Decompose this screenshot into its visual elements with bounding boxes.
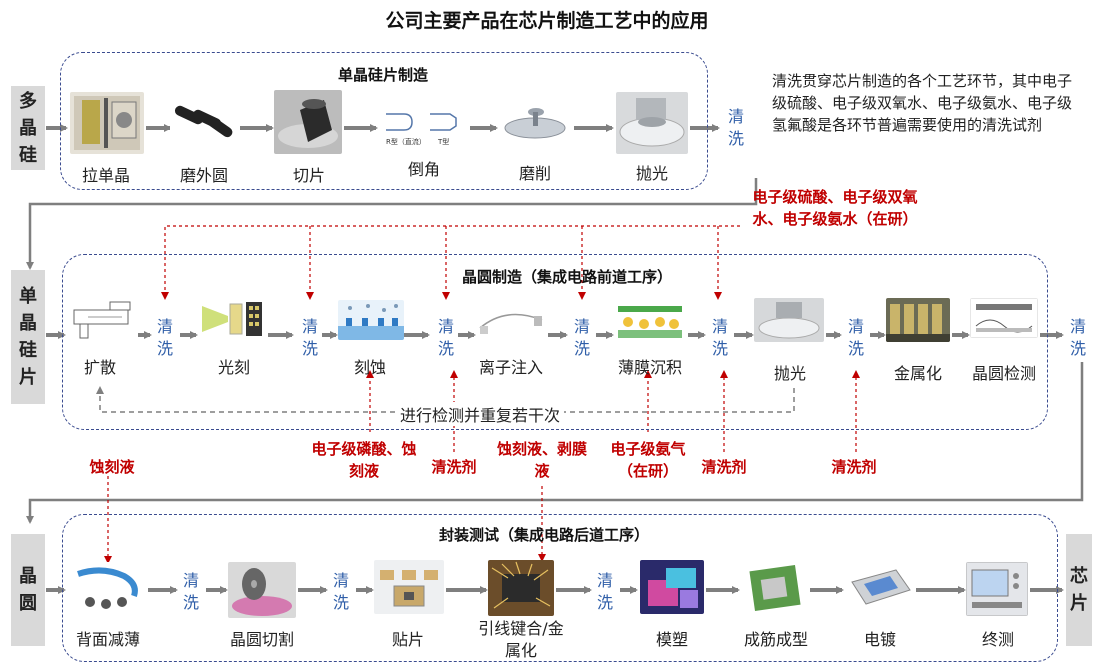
chamfer-diagram: R型（直流） T型 bbox=[380, 100, 468, 148]
reagent-label-etchant: 蚀刻液 bbox=[89, 458, 135, 476]
wash-step: 清洗 bbox=[1069, 317, 1086, 358]
wash-step: 清洗 bbox=[711, 317, 728, 358]
step-label: 抛光 bbox=[635, 164, 669, 183]
output-box-chip: 芯片 bbox=[1066, 534, 1092, 646]
input-box-polysilicon: 多晶硅 bbox=[11, 86, 45, 170]
final-test-image bbox=[966, 562, 1028, 616]
lithography-image bbox=[198, 298, 266, 340]
step-label: 贴片 bbox=[391, 630, 425, 649]
section-title: 封装测试（集成电路后道工序） bbox=[438, 526, 650, 544]
electroplating-image bbox=[846, 562, 914, 614]
die-attach-image bbox=[374, 560, 444, 614]
step-label: 切片 bbox=[292, 166, 326, 185]
wash-step: 清洗 bbox=[847, 317, 864, 358]
wash-step: 清洗 bbox=[437, 317, 454, 358]
input-box-wafer: 晶圆 bbox=[11, 534, 45, 646]
step-label: 成筋成型 bbox=[743, 630, 809, 649]
wash-step: 清洗 bbox=[301, 317, 318, 358]
step-label: 金属化 bbox=[893, 364, 943, 383]
step-label: 离子注入 bbox=[478, 358, 544, 377]
repeat-loop-label: 进行检测并重复若干次 bbox=[395, 402, 565, 426]
step-label: 晶圆切割 bbox=[229, 630, 295, 649]
side-label: 芯片 bbox=[1070, 566, 1088, 614]
step-label: 抛光 bbox=[773, 364, 807, 383]
trim-form-image bbox=[742, 560, 808, 616]
wafer-dicing-image bbox=[228, 562, 296, 618]
reagent-label-cleaner: 清洗剂 bbox=[831, 458, 877, 476]
step-label: 终测 bbox=[981, 630, 1015, 649]
step-label: 光刻 bbox=[217, 358, 251, 377]
wash-step: 清洗 bbox=[332, 571, 349, 612]
section-wafer-slice-frame bbox=[60, 52, 708, 190]
polishing-image-2 bbox=[754, 298, 824, 342]
wafer-inspection-image bbox=[970, 298, 1038, 338]
step-label: 倒角 bbox=[407, 160, 441, 179]
input-box-wafer-slice: 单晶硅片 bbox=[11, 270, 45, 404]
wash-step: 清洗 bbox=[156, 317, 173, 358]
step-label: 背面减薄 bbox=[75, 630, 141, 649]
chamfer-type-t: T型 bbox=[437, 137, 449, 146]
step-label: 磨外圆 bbox=[179, 166, 229, 185]
wire-bonding-image bbox=[488, 560, 554, 616]
wash-step: 清洗 bbox=[596, 571, 613, 612]
reagent-label-etch-strip: 蚀刻液、剥膜液 bbox=[496, 440, 587, 480]
section-title: 晶圆制造（集成电路前道工序） bbox=[461, 268, 673, 286]
chamfer-type-r: R型（直流） bbox=[386, 137, 426, 146]
page-title: 公司主要产品在芯片制造工艺中的应用 bbox=[385, 10, 709, 32]
step-label: 电镀 bbox=[863, 630, 897, 649]
wash-step: 清洗 bbox=[573, 317, 590, 358]
side-label: 晶圆 bbox=[19, 566, 37, 614]
step-label: 磨削 bbox=[518, 164, 552, 183]
side-label: 多晶硅 bbox=[19, 90, 37, 166]
step-label: 拉单晶 bbox=[81, 166, 131, 185]
reagent-label-ammonia-gas: 电子级氨气（在研） bbox=[610, 440, 686, 480]
reagent-label-cleaner: 清洗剂 bbox=[431, 458, 477, 476]
polishing-image bbox=[616, 92, 688, 154]
row-connector bbox=[26, 362, 1084, 524]
back-thinning-image bbox=[72, 562, 146, 614]
step-label: 晶圆检测 bbox=[971, 364, 1037, 383]
reagent-label-cleaner: 清洗剂 bbox=[701, 458, 747, 476]
crystal-pulling-image bbox=[70, 92, 144, 154]
thin-film-image bbox=[614, 298, 686, 342]
section-title: 单晶硅片制造 bbox=[337, 66, 429, 84]
grinding-image bbox=[498, 96, 572, 152]
reagent-label-phosphoric: 电子级磷酸、蚀刻液 bbox=[311, 440, 417, 480]
wash-step: 清洗 bbox=[182, 571, 199, 612]
ion-implant-image bbox=[476, 302, 546, 340]
wash-step: 清洗 bbox=[727, 107, 744, 148]
section-wafer-fab-frame bbox=[62, 254, 1048, 430]
step-label: 模塑 bbox=[655, 630, 689, 649]
side-label: 单晶硅片 bbox=[19, 286, 37, 388]
molding-image bbox=[640, 560, 704, 614]
metallization-image bbox=[886, 298, 950, 342]
step-label: 引线键合/金属化 bbox=[478, 619, 564, 660]
cleaning-note: 清洗贯穿芯片制造的各个工艺环节，其中电子级硫酸、电子级双氧水、电子级氨水、电子级… bbox=[772, 72, 1073, 134]
reagent-label-top: 电子级硫酸、电子级双氧水、电子级氨水（在研） bbox=[752, 188, 918, 228]
step-label: 刻蚀 bbox=[353, 358, 387, 377]
section-packaging-frame bbox=[62, 514, 1058, 662]
step-label: 薄膜沉积 bbox=[617, 358, 683, 377]
etching-image bbox=[338, 300, 404, 340]
slicing-image bbox=[274, 90, 342, 154]
diffusion-image bbox=[66, 298, 136, 342]
row-connector bbox=[26, 178, 758, 270]
cylinder-grinding-image bbox=[170, 96, 238, 148]
step-label: 扩散 bbox=[83, 358, 117, 377]
